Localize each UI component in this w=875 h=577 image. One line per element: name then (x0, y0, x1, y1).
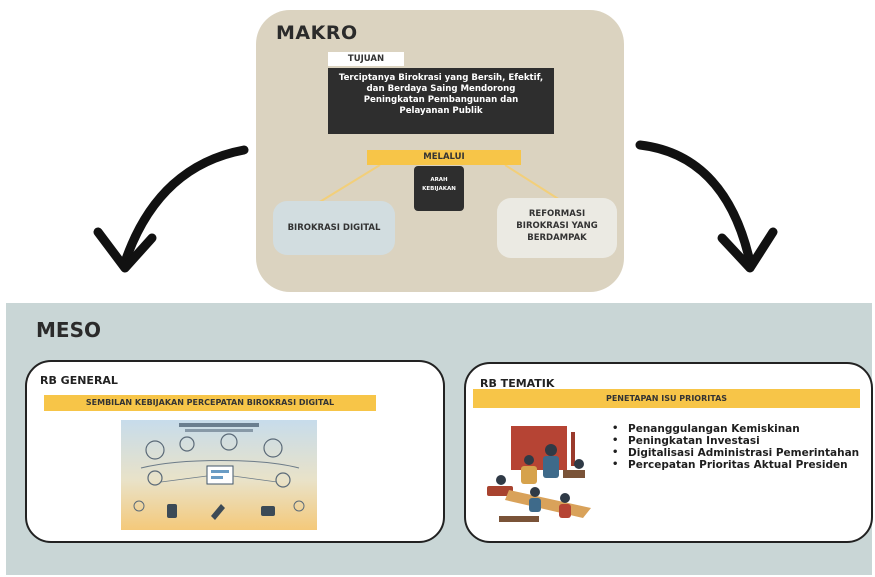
reformasi-line-3: BERDAMPAK (527, 233, 587, 243)
arah-kebijakan-box: ARAH KEBIJAKAN (414, 166, 464, 211)
list-item: • Penanggulangan Kemiskinan (612, 423, 868, 435)
list-item: • Digitalisasi Administrasi Pemerintahan (612, 447, 868, 459)
meso-title: MESO (36, 318, 101, 342)
isu-item-text: Peningkatan Investasi (628, 435, 760, 447)
arah-line-1: ARAH (430, 177, 448, 183)
penetapan-isu-bar: PENETAPAN ISU PRIORITAS (473, 389, 860, 408)
isu-item-text: Percepatan Prioritas Aktual Presiden (628, 459, 848, 471)
rb-general-heading: RB GENERAL (40, 374, 118, 387)
isu-item-text: Penanggulangan Kemiskinan (628, 423, 800, 435)
isu-prioritas-list: • Penanggulangan Kemiskinan • Peningkatan … (612, 423, 868, 471)
digital-government-infographic (121, 420, 317, 530)
bullet-icon: • (612, 459, 619, 470)
curved-arrow-down-right-icon (635, 140, 778, 273)
bullet-icon: • (612, 447, 619, 458)
reformasi-berdampak-box: REFORMASI BIROKRASI YANG BERDAMPAK (497, 198, 617, 258)
tujuan-label: TUJUAN (328, 52, 404, 66)
bullet-icon: • (612, 435, 619, 446)
reformasi-line-2: BIROKRASI YANG (516, 221, 598, 231)
list-item: • Percepatan Prioritas Aktual Presiden (612, 459, 868, 471)
sembilan-kebijakan-bar: SEMBILAN KEBIJAKAN PERCEPATAN BIROKRASI … (44, 395, 376, 411)
list-item: • Peningkatan Investasi (612, 435, 868, 447)
makro-title: MAKRO (276, 22, 358, 44)
melalui-label: MELALUI (367, 150, 521, 165)
curved-arrow-down-left-icon (93, 145, 249, 273)
bullet-icon: • (612, 423, 619, 434)
rb-tematik-heading: RB TEMATIK (480, 377, 555, 390)
reformasi-line-1: REFORMASI (528, 209, 586, 219)
people-working-illustration (487, 426, 591, 522)
arah-line-2: KEBIJAKAN (422, 186, 456, 192)
birokrasi-digital-box: BIROKRASI DIGITAL (273, 201, 395, 255)
tujuan-text: Terciptanya Birokrasi yang Bersih, Efekt… (328, 68, 554, 134)
isu-item-text: Digitalisasi Administrasi Pemerintahan (628, 447, 860, 459)
